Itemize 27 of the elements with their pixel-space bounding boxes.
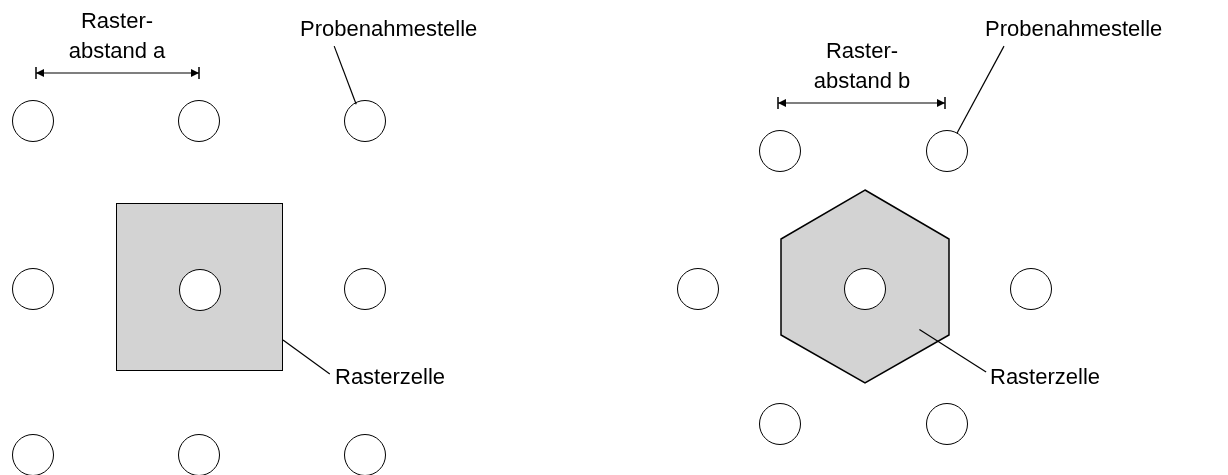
grid-cell-hexagon — [780, 189, 950, 384]
dimension-label: Raster- abstand a — [67, 7, 167, 65]
callout-label: Rasterzelle — [990, 362, 1120, 392]
leader-line — [282, 339, 331, 375]
sample-point-circle — [178, 434, 220, 475]
sample-point-circle — [178, 100, 220, 142]
sample-point-circle — [677, 268, 719, 310]
sample-point-circle — [759, 403, 801, 445]
sample-point-circle — [926, 403, 968, 445]
sample-point-circle — [12, 268, 54, 310]
leader-line — [918, 328, 987, 373]
sample-point-circle — [759, 130, 801, 172]
sample-point-circle — [1010, 268, 1052, 310]
dimension-label: Raster- abstand b — [812, 37, 912, 95]
sample-point-circle — [344, 268, 386, 310]
sample-point-circle — [926, 130, 968, 172]
callout-label: Probenahmestelle — [300, 14, 480, 44]
sample-point-circle — [344, 434, 386, 475]
callout-label: Probenahmestelle — [985, 14, 1185, 44]
leader-line — [956, 45, 1005, 134]
leader-line — [333, 45, 357, 105]
sample-point-circle — [179, 269, 221, 311]
grid-cell-square — [116, 203, 283, 371]
callout-label: Rasterzelle — [335, 362, 465, 392]
sample-point-circle — [12, 434, 54, 475]
sample-point-circle — [12, 100, 54, 142]
sample-point-circle — [344, 100, 386, 142]
